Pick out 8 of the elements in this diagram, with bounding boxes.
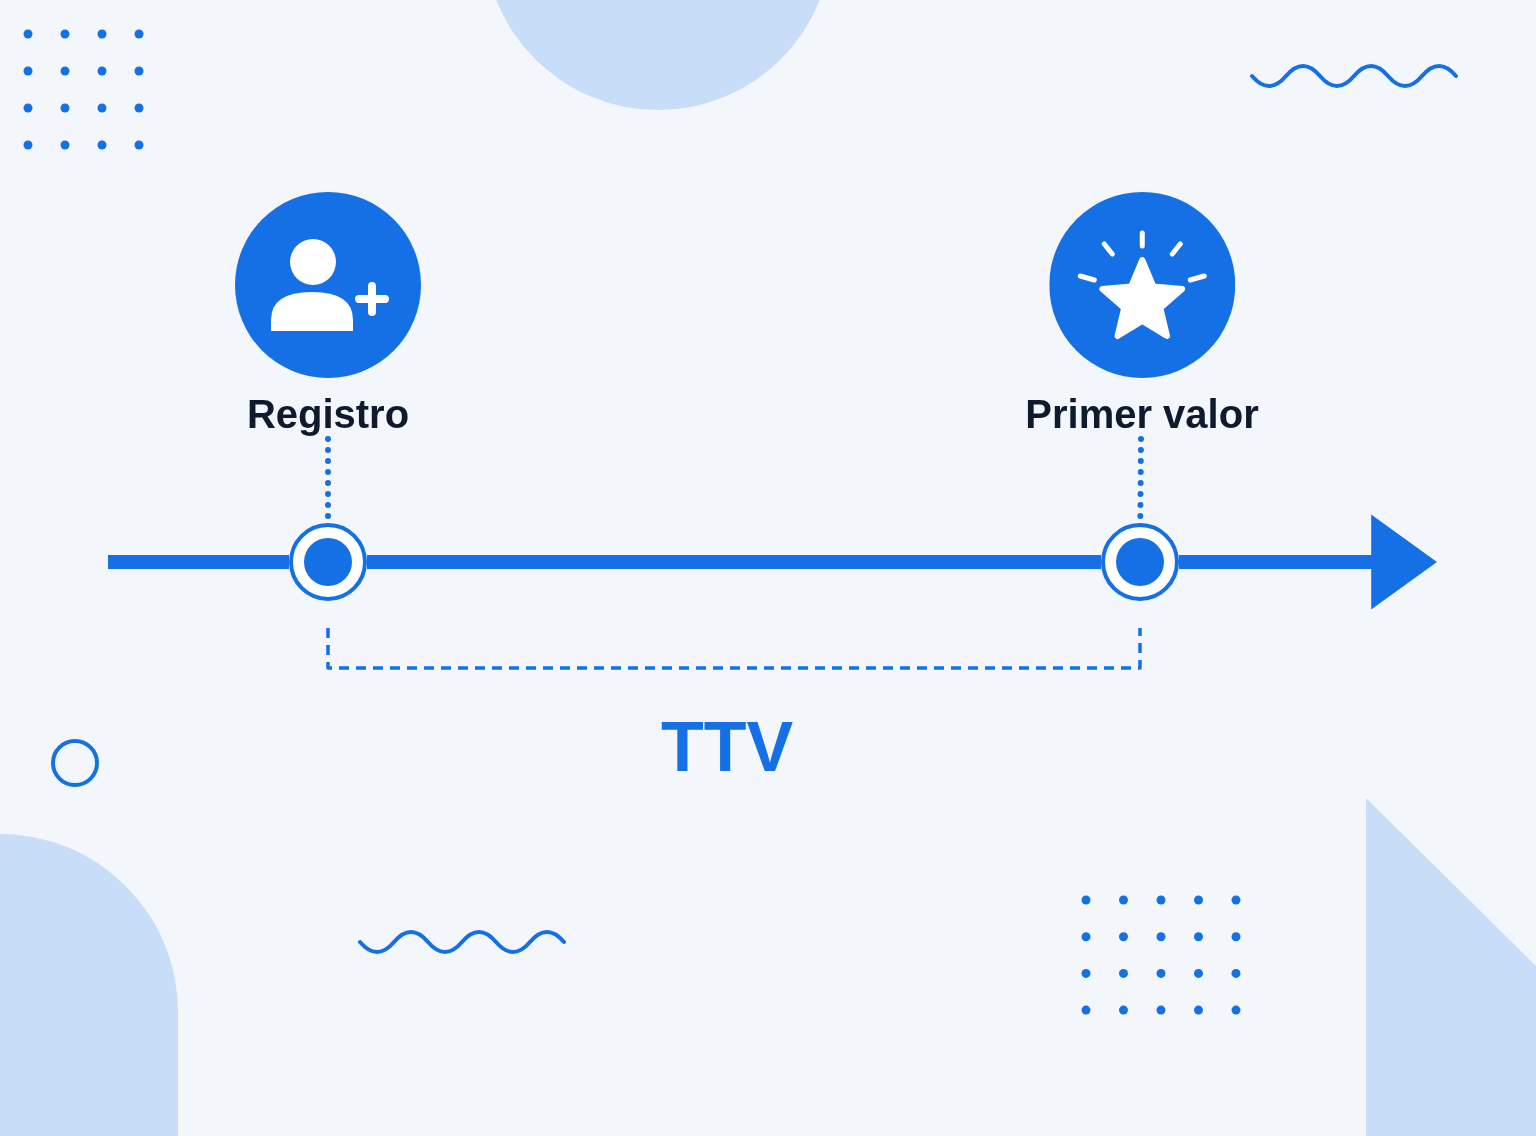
timeline-arrow: [1179, 514, 1437, 610]
timeline-marker: [289, 523, 367, 601]
milestone-label: Registro: [246, 392, 410, 436]
dimension-label: TTV: [660, 712, 794, 782]
timeline-marker: [1101, 523, 1179, 601]
timeline-line: [108, 555, 289, 569]
timeline-line: [367, 555, 1101, 569]
milestone-label: Primer valor: [1025, 392, 1259, 436]
